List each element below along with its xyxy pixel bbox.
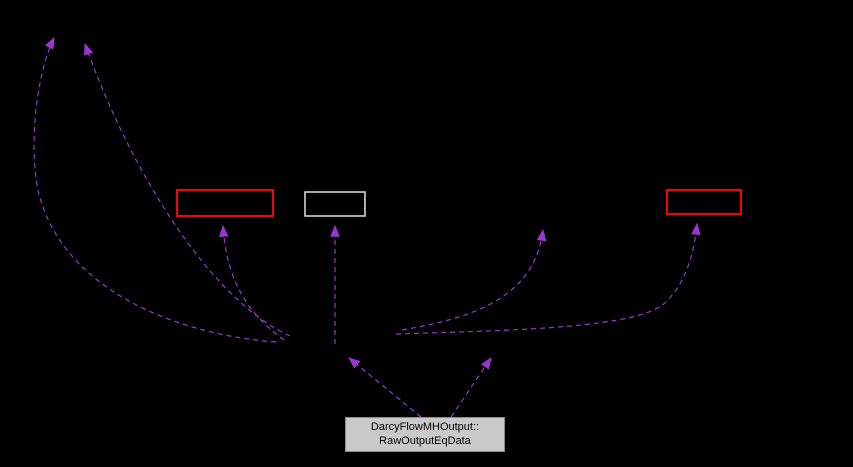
edge-to-topleft-outer	[33, 36, 277, 343]
node-center[interactable]	[304, 191, 366, 217]
node-main-label-line1: DarcyFlowMHOutput::	[370, 421, 480, 433]
edge-main-to-left-hidden-node	[348, 357, 422, 418]
edge-to-left-truncated-node	[218, 224, 285, 341]
node-main[interactable]: DarcyFlowMHOutput:: RawOutputEqData	[345, 417, 505, 452]
edge-to-topleft-inner	[84, 42, 291, 337]
node-left-truncated[interactable]	[176, 189, 274, 217]
edge-main-to-right-hidden-node	[450, 357, 492, 418]
node-main-label-line2: RawOutputEqData	[379, 435, 471, 447]
edge-to-right-truncated-node	[395, 222, 701, 335]
edge-to-middle-hidden-node	[401, 228, 547, 331]
node-right-truncated[interactable]	[666, 189, 742, 215]
